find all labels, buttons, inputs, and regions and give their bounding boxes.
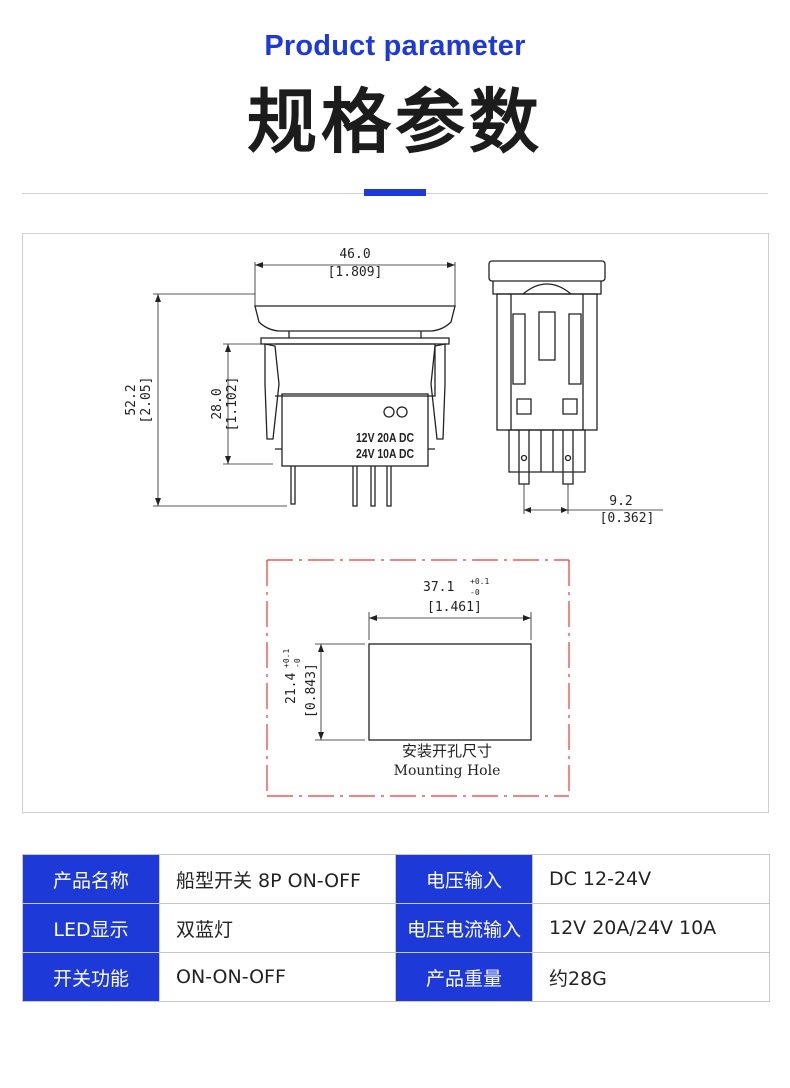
mounting-hole-outline bbox=[368, 643, 532, 741]
header-accent-bar bbox=[364, 189, 426, 196]
title-chinese: 规格参数 bbox=[247, 81, 543, 163]
dim-pin-spacing-inch: [0.362] bbox=[600, 511, 655, 526]
bezel-top bbox=[260, 337, 450, 345]
right-clip bbox=[430, 343, 446, 440]
spec-value: DC 12-24V bbox=[532, 854, 770, 904]
rating-line-2: 24V 10A DC bbox=[356, 446, 414, 461]
dim-hole-height-tol-minus: -0 bbox=[293, 658, 302, 668]
dim-width: 46.0 bbox=[339, 247, 370, 262]
dim-width-inch: [1.809] bbox=[328, 265, 383, 280]
dim-hole-width-tol-minus: -0 bbox=[470, 588, 480, 597]
spec-value: ON-ON-OFF bbox=[159, 952, 396, 1002]
dim-pin-spacing: 9.2 bbox=[609, 494, 632, 509]
dim-total-height-inch: [2.05] bbox=[139, 377, 154, 424]
spec-key: 电压输入 bbox=[395, 854, 533, 904]
rocker-cap bbox=[254, 305, 456, 332]
side-body bbox=[496, 293, 598, 431]
spec-value: 船型开关 8P ON-OFF bbox=[159, 854, 396, 904]
spec-value: 双蓝灯 bbox=[159, 903, 396, 953]
rating-line-1: 12V 20A DC bbox=[356, 430, 414, 445]
dim-hole-width-tol-plus: +0.1 bbox=[470, 577, 489, 586]
spec-key: 开关功能 bbox=[22, 952, 160, 1002]
side-rocker-cap bbox=[488, 260, 606, 282]
hole-label-english: Mounting Hole bbox=[394, 763, 501, 779]
dim-hole-height: 21.4 bbox=[284, 673, 299, 704]
table-row: LED显示 双蓝灯 电压电流输入 12V 20A/24V 10A bbox=[22, 903, 770, 953]
spec-value: 约28G bbox=[532, 952, 770, 1002]
dim-hole-width-inch: [1.461] bbox=[427, 600, 482, 615]
spec-value: 12V 20A/24V 10A bbox=[532, 903, 770, 953]
ce-mark: CE bbox=[24, 235, 25, 236]
dim-total-height: 52.2 bbox=[124, 384, 139, 415]
dim-body-height: 28.0 bbox=[210, 388, 225, 419]
hole-label-chinese: 安装开孔尺寸 bbox=[402, 742, 492, 760]
table-row: 开关功能 ON-ON-OFF 产品重量 约28G bbox=[22, 952, 770, 1002]
spec-key: 产品重量 bbox=[395, 952, 533, 1002]
technical-drawing-panel: 46.0 [1.809] 52.2 [2.05] 28.0 [1.102] 9.… bbox=[22, 233, 769, 813]
dim-body-height-inch: [1.102] bbox=[225, 377, 240, 432]
spec-table: 产品名称 船型开关 8P ON-OFF 电压输入 DC 12-24V LED显示… bbox=[22, 854, 770, 1002]
switch-body bbox=[281, 393, 429, 467]
dim-hole-height-inch: [0.843] bbox=[304, 663, 319, 718]
technical-drawing: 46.0 [1.809] 52.2 [2.05] 28.0 [1.102] 9.… bbox=[124, 247, 663, 797]
dim-hole-width: 37.1 bbox=[423, 580, 454, 595]
dim-hole-height-tol-plus: +0.1 bbox=[282, 649, 291, 668]
spec-key: 电压电流输入 bbox=[395, 903, 533, 953]
spec-key: 产品名称 bbox=[22, 854, 160, 904]
left-clip bbox=[264, 343, 280, 440]
title-english: Product parameter bbox=[264, 30, 526, 62]
spec-key: LED显示 bbox=[22, 903, 160, 953]
table-row: 产品名称 船型开关 8P ON-OFF 电压输入 DC 12-24V bbox=[22, 854, 770, 904]
